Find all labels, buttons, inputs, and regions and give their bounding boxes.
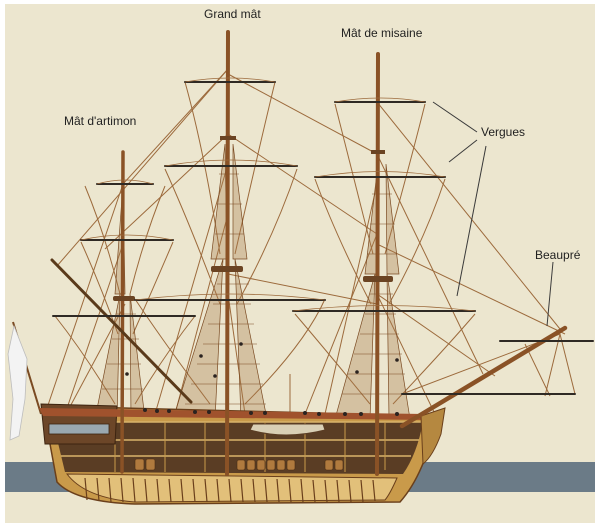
label-vergues: Vergues	[481, 125, 526, 139]
mat-de-misaine-mast	[375, 52, 380, 476]
stern-flag	[7, 324, 28, 441]
diagram-panel: Grand mât Mât de misaine Mât d'artimon V…	[5, 4, 595, 523]
yard-lifts	[80, 77, 476, 312]
beaupre-bowsprit	[399, 325, 568, 429]
cargo-barrels	[134, 458, 344, 471]
mast-tops	[113, 136, 393, 301]
vergues-leader-upper	[432, 101, 478, 133]
hull-keel-band	[65, 473, 398, 503]
shrouds	[94, 143, 411, 420]
label-grand-mat: Grand mât	[204, 7, 261, 21]
bow	[420, 407, 446, 466]
hull-ribs	[84, 477, 376, 503]
leader-lines	[432, 101, 554, 327]
ship-cutaway-illustration	[5, 30, 595, 505]
longboat	[249, 423, 326, 436]
masts	[50, 30, 568, 476]
stern-windows	[48, 423, 110, 435]
beaupre-leader	[546, 261, 554, 327]
label-mat-d-artimon: Mât d'artimon	[64, 114, 137, 128]
yards	[52, 81, 594, 395]
gaff	[50, 258, 193, 404]
bulwark	[39, 408, 430, 420]
vergues-leader-lower	[456, 145, 487, 297]
crew-figures	[125, 342, 399, 416]
mat-d-artimon-mast	[120, 150, 125, 474]
label-beaupre: Beaupré	[535, 248, 581, 262]
vergues-leader-middle	[448, 139, 478, 163]
grand-mat-mast	[225, 30, 230, 476]
label-mat-de-misaine: Mât de misaine	[341, 26, 423, 40]
